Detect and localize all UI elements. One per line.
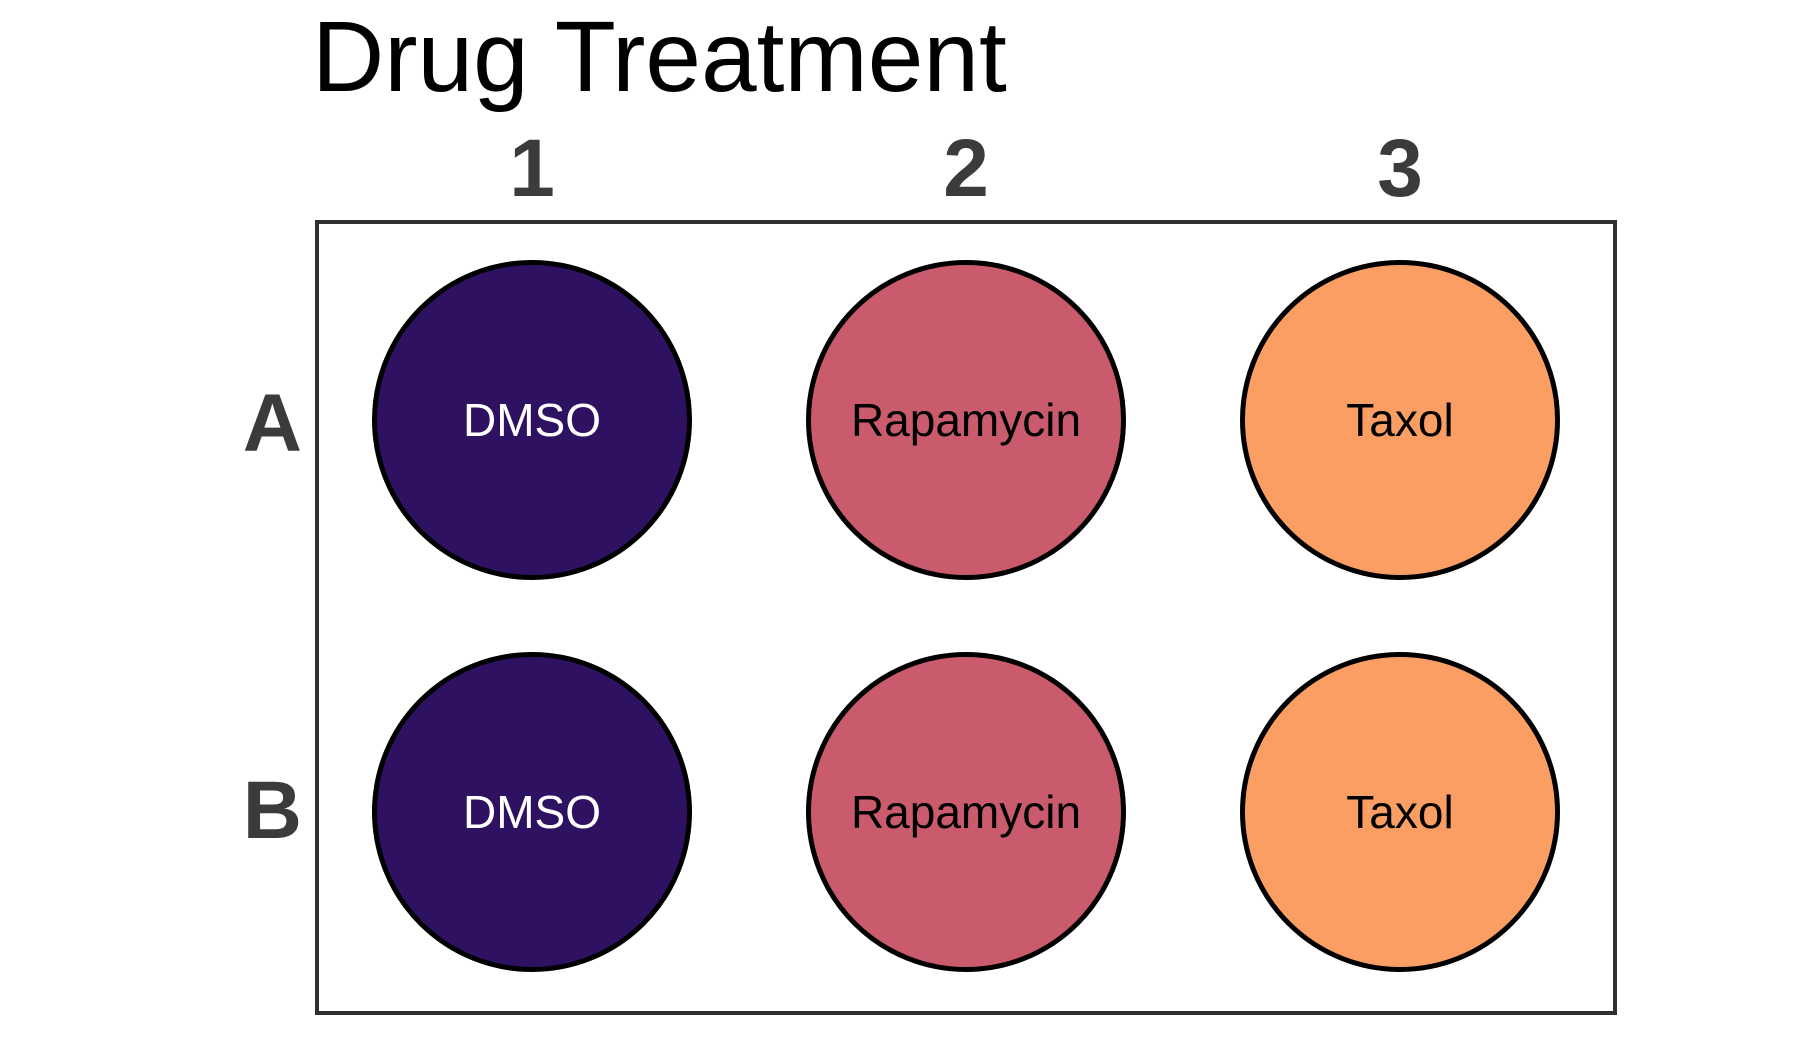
column-label-1: 1	[509, 123, 555, 214]
column-label-3: 3	[1377, 123, 1423, 214]
well-a3: Taxol	[1240, 260, 1560, 580]
well-b1-label: DMSO	[463, 786, 601, 838]
well-b3: Taxol	[1240, 652, 1560, 972]
well-a2-label: Rapamycin	[850, 394, 1082, 446]
well-a1: DMSO	[372, 260, 692, 580]
well-b2: Rapamycin	[806, 652, 1126, 972]
row-label-a: A	[242, 378, 302, 469]
row-label-b: B	[242, 765, 302, 856]
well-b2-label: Rapamycin	[850, 786, 1082, 838]
well-a1-label: DMSO	[463, 394, 601, 446]
figure-title: Drug Treatment	[312, 1, 1007, 113]
well-a3-label: Taxol	[1346, 394, 1454, 446]
well-a2: Rapamycin	[806, 260, 1126, 580]
well-b3-label: Taxol	[1346, 786, 1454, 838]
well-b1: DMSO	[372, 652, 692, 972]
column-label-2: 2	[943, 123, 989, 214]
